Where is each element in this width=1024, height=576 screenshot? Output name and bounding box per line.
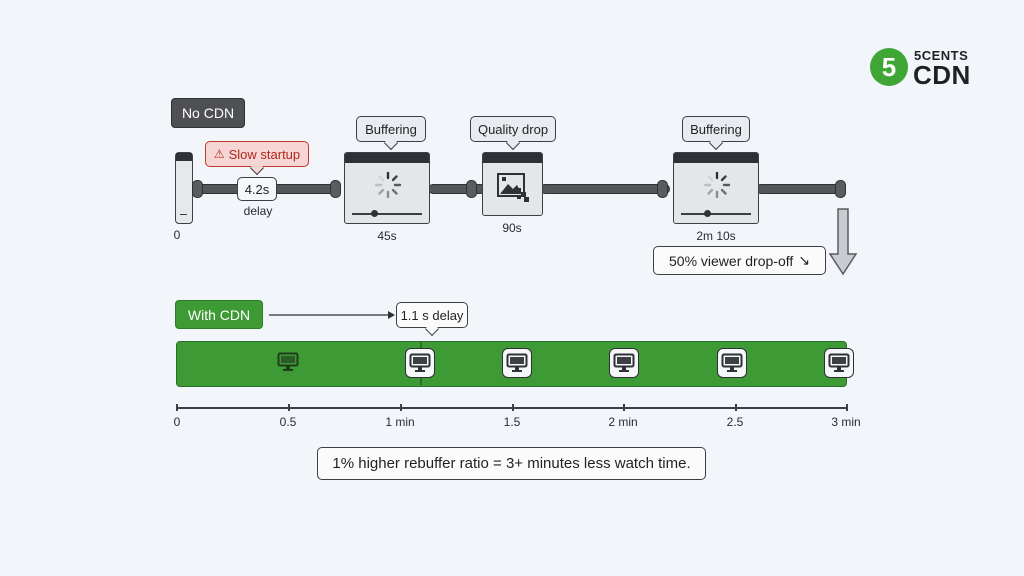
viewer-dropoff-text: 50% viewer drop-off [669,252,794,269]
monitor-icon [828,353,850,372]
progress-bar [352,213,422,215]
track-segment [756,184,846,194]
brand-logo: 5 5CENTS CDN [870,46,980,90]
warning-icon: ⚠ [213,147,225,161]
axis-tick [512,404,514,411]
track-node [466,180,477,198]
axis-tick [846,404,848,411]
track-node [192,180,203,198]
pixelated-image-icon [497,173,529,202]
track-segment [428,184,486,194]
monitor-icon [506,353,528,372]
track-segment [540,184,670,194]
buffering-callout: Buffering [682,116,750,142]
axis-tick [288,404,290,411]
axis-tick [176,404,178,411]
logo-mark-icon: 5 [870,48,908,86]
progress-bar [681,213,751,215]
down-arrow-icon [828,208,858,276]
slow-startup-text: Slow startup [228,146,301,162]
buffering-callout: Buffering [356,116,426,142]
startup-delay-value: 4.2s [237,177,277,201]
axis-tick [735,404,737,411]
event-time-label: 45s [377,229,397,243]
brand-line1: 5CENTS [914,48,969,63]
axis-tick-label: 2 min [608,415,638,429]
monitor-marker [405,348,435,378]
monitor-marker [502,348,532,378]
monitor-marker [717,348,747,378]
footnote-box: 1% higher rebuffer ratio = 3+ minutes le… [317,447,706,480]
playhead [704,210,711,217]
monitor-icon [409,353,431,372]
axis-tick [623,404,625,411]
axis-tick-label: 1 min [385,415,415,429]
player-window-buffering [344,152,430,224]
axis-tick-label: 3 min [831,415,861,429]
brand-line2: CDN [913,60,971,90]
quality-drop-callout: Quality drop [470,116,556,142]
monitor-icon [277,352,299,371]
start-time-label: 0 [173,228,181,242]
monitor-marker [609,348,639,378]
start-device [175,152,193,224]
monitor-marker [824,348,854,378]
track-node [330,180,341,198]
slow-startup-callout: ⚠ Slow startup [205,141,309,167]
axis-tick-label: 0.5 [279,415,297,429]
no-cdn-label: No CDN [171,98,245,128]
startup-delay-caption: delay [243,204,273,218]
cdn-delay-callout: 1.1 s delay [396,302,468,328]
spinner-icon [703,171,731,199]
player-window-quality [482,152,543,216]
delay-pointer-arrow [269,311,395,319]
track-node [835,180,846,198]
event-time-label: 2m 10s [696,229,736,243]
axis-tick-label: 2.5 [726,415,744,429]
logo-mark: 5 [881,51,897,82]
axis-tick-label: 1.5 [503,415,521,429]
diagonal-arrow-icon: ↘ [798,252,810,268]
monitor-icon [613,353,635,372]
spinner-icon [374,171,402,199]
track-node [657,180,668,198]
event-time-label: 90s [502,221,522,235]
monitor-icon [721,353,743,372]
viewer-dropoff-box: 50% viewer drop-off ↘ [653,246,826,275]
playhead [371,210,378,217]
axis-tick [400,404,402,411]
axis-tick-label: 0 [173,415,181,429]
with-cdn-label: With CDN [175,300,263,329]
player-window-buffering [673,152,759,224]
